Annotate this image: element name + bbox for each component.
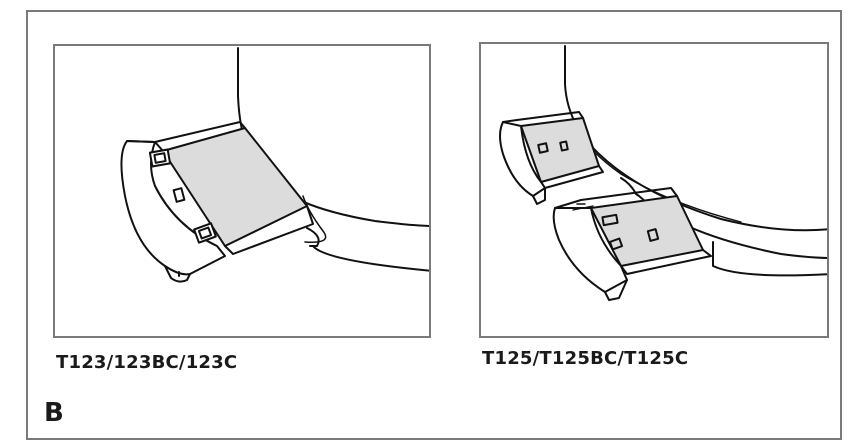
lower-tray-slot bbox=[646, 228, 660, 242]
tray-slot bbox=[172, 187, 186, 203]
toaster-base-curve bbox=[306, 227, 429, 272]
upper-tray-slot bbox=[559, 140, 569, 152]
panel-single-crumb-tray bbox=[53, 44, 431, 338]
figure-frame bbox=[26, 10, 842, 440]
panel-double-crumb-tray bbox=[479, 42, 829, 338]
tray-clip-bottom bbox=[193, 222, 217, 244]
figure-letter: B bbox=[44, 398, 64, 428]
lower-crumb-tray-handle bbox=[552, 207, 628, 293]
double-crumb-tray-illustration bbox=[499, 45, 827, 301]
single-crumb-tray-illustration bbox=[120, 47, 429, 283]
model-caption-right: T125/T125BC/T125C bbox=[482, 348, 689, 369]
tray-clip-top bbox=[148, 148, 172, 168]
upper-crumb-tray-handle bbox=[499, 121, 546, 197]
toaster-body bbox=[564, 45, 827, 232]
model-caption-left: T123/123BC/123C bbox=[56, 352, 238, 373]
